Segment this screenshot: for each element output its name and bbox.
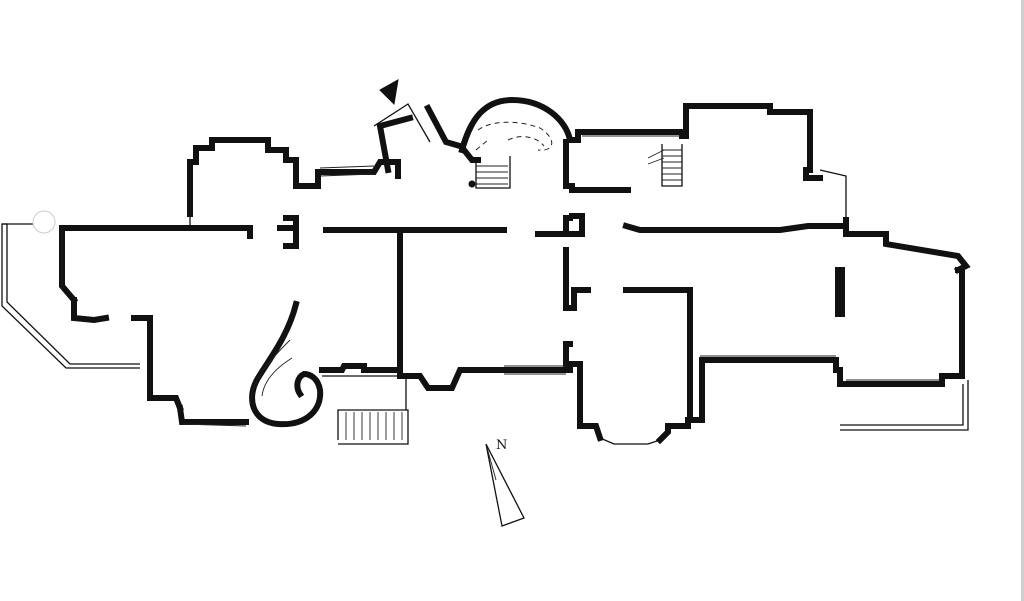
entrance-arrow-icon <box>379 79 399 106</box>
south-steps <box>322 375 409 445</box>
ne-stair <box>647 144 683 187</box>
curved-stair <box>249 300 324 428</box>
interior-walls <box>277 213 849 417</box>
north-arrow-icon <box>485 443 525 527</box>
north-label: N <box>496 438 507 453</box>
spiral-stair <box>468 121 553 189</box>
site-boundary <box>1 210 969 431</box>
windows <box>61 135 940 427</box>
outer-walls <box>59 96 971 445</box>
scan-edge <box>1021 0 1024 601</box>
